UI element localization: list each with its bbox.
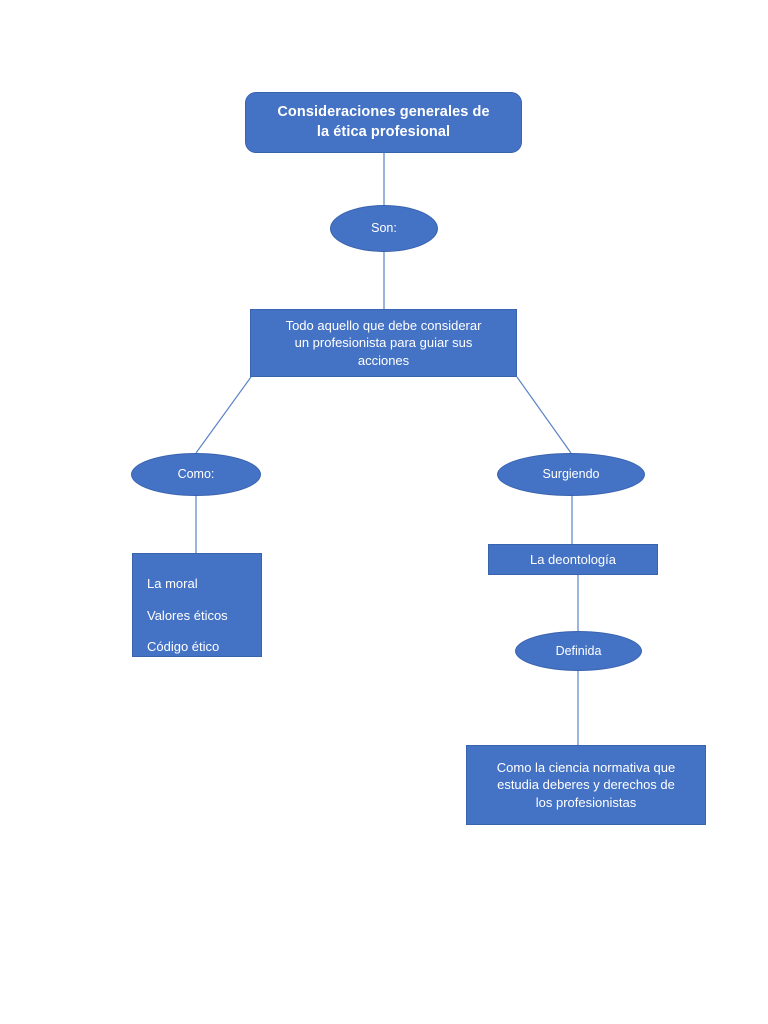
list-item: Valores éticos <box>147 607 228 623</box>
node-son: Son: <box>330 205 438 252</box>
connector-statement-to-como <box>195 376 252 454</box>
node-surgiendo: Surgiendo <box>497 453 645 496</box>
node-deontologia-label: La deontología <box>529 551 617 567</box>
node-como: Como: <box>131 453 261 496</box>
node-title-label: Consideraciones generales de la ética pr… <box>277 104 490 140</box>
node-definition-label: Como la ciencia normativa que estudia de… <box>496 760 676 810</box>
connector-statement-to-surgiendo <box>516 376 572 454</box>
node-ethics-list: La moral Valores éticos Código ético <box>132 553 262 657</box>
node-definida-label: Definida <box>555 643 602 658</box>
list-item: Código ético <box>147 639 220 655</box>
node-deontologia: La deontología <box>488 544 658 575</box>
node-definition: Como la ciencia normativa que estudia de… <box>466 745 706 825</box>
node-title: Consideraciones generales de la ética pr… <box>245 92 522 153</box>
list-item: La moral <box>147 576 198 591</box>
node-son-label: Son: <box>371 221 397 236</box>
node-main-statement-label: Todo aquello que debe considerar un prof… <box>285 318 482 368</box>
node-main-statement: Todo aquello que debe considerar un prof… <box>250 309 517 377</box>
node-surgiendo-label: Surgiendo <box>542 467 600 482</box>
node-definida: Definida <box>515 631 642 671</box>
node-como-label: Como: <box>177 467 215 482</box>
